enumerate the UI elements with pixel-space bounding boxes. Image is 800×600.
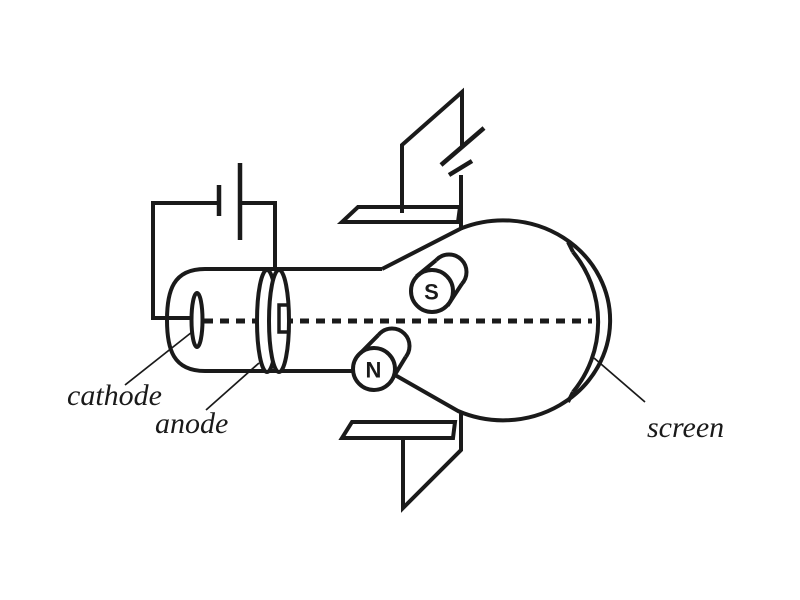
circuit-wire-right <box>241 201 277 269</box>
magnet-north: N <box>351 326 412 392</box>
magnet-north-front-face <box>351 346 397 392</box>
screen-leader-line <box>593 357 646 403</box>
cathode-leader-line <box>124 331 193 386</box>
gun-power-circuit <box>151 163 277 320</box>
magnet-north-label: N <box>366 358 382 383</box>
screen-arc-top-tick <box>566 241 575 253</box>
cathode-label: cathode <box>67 379 162 412</box>
plate-battery-short-line <box>447 159 474 177</box>
screen-arc <box>571 250 601 394</box>
anode-label: anode <box>155 407 228 440</box>
plate-top-horizontal <box>336 205 463 224</box>
anode-electrode <box>255 268 291 374</box>
screen-arc-bottom-tick <box>566 391 575 403</box>
tube-envelope <box>164 218 613 423</box>
anode-aperture <box>277 303 287 334</box>
anode-leader-line <box>205 362 260 411</box>
deflection-plate-top <box>336 87 486 230</box>
plate-bottom-horizontal <box>338 420 458 440</box>
plate-bottom-vertical-and-lead <box>401 411 463 513</box>
deflection-plate-bottom <box>338 411 463 513</box>
circuit-wire-left <box>151 201 217 320</box>
magnet-south: S <box>409 252 469 314</box>
tube-bulb <box>381 218 613 423</box>
plate-top-vertical <box>400 87 464 213</box>
cathode-electrode <box>189 291 205 349</box>
plate-battery-long-line <box>439 126 486 167</box>
magnet-south-label: S <box>424 280 439 305</box>
screen-label: screen <box>647 411 724 444</box>
tube-neck <box>164 267 388 373</box>
magnet-south-front-face <box>409 268 455 314</box>
